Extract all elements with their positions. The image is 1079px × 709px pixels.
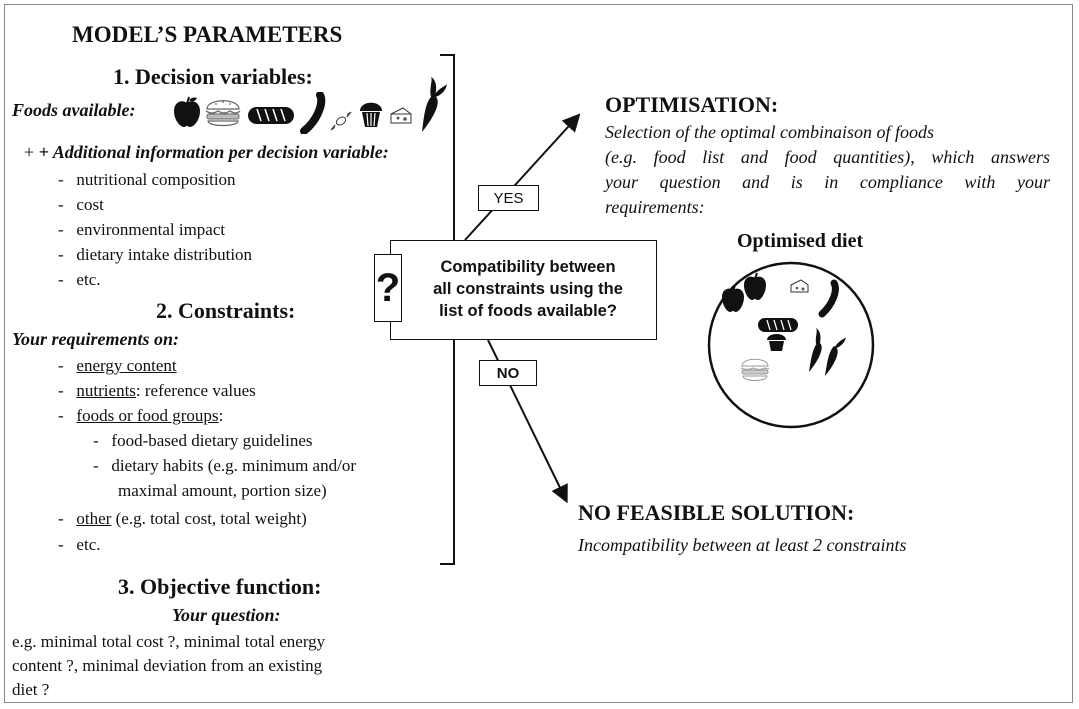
foods-available-label: Foods available: [12, 100, 136, 120]
subitem-dietary-habits: dietary habits (e.g. minimum and/or [111, 456, 356, 475]
decision-line-1: Compatibility between [440, 258, 616, 276]
list-item: - etc. [58, 535, 101, 554]
decision-text: Compatibility between all constraints us… [404, 256, 652, 322]
no-label: NO [479, 360, 537, 386]
apple-icon [744, 272, 766, 300]
no-solution-title: NO FEASIBLE SOLUTION: [578, 500, 855, 525]
opt-line-1: Selection of the optimal combinaison of … [605, 122, 934, 142]
constraint-nutrients-detail: : reference values [135, 381, 256, 400]
sausage-icon [818, 279, 839, 318]
list-item: - environmental impact [58, 220, 226, 239]
question-label: Your question: [172, 605, 281, 625]
bread-icon [247, 104, 295, 126]
list-item: - food-based dietary guidelines [93, 431, 313, 450]
dv-item-etc: etc. [76, 270, 101, 289]
decision-box [390, 240, 657, 340]
yes-label: YES [478, 185, 539, 211]
optimisation-text: Selection of the optimal combinaison of … [605, 120, 1050, 220]
cheese-icon [790, 279, 809, 293]
decision-variables-title: 1. Decision variables: [113, 64, 313, 89]
objective-line-3: diet ? [12, 680, 50, 699]
page-title: MODEL’S PARAMETERS [72, 22, 343, 47]
additional-info-line: + + Additional information per decision … [24, 142, 389, 162]
opt-line-4: requirements: [605, 197, 705, 217]
list-item: - etc. [58, 270, 101, 289]
sausage-icon [298, 92, 326, 134]
optimised-diet-plate [707, 261, 875, 429]
muffin-icon [767, 334, 786, 351]
subitem-fbdg: food-based dietary guidelines [111, 431, 313, 450]
muffin-icon [358, 100, 384, 128]
list-item: - cost [58, 195, 104, 214]
additional-info-label: + Additional information per decision va… [38, 142, 389, 162]
objective-title: 3. Objective function: [118, 574, 322, 599]
constraint-etc: etc. [76, 535, 101, 554]
opt-line-3: your question and is in compliance with … [605, 172, 1050, 192]
list-item: - nutritional composition [58, 170, 236, 189]
list-item: - energy content [58, 356, 177, 375]
candy-icon [330, 111, 352, 131]
subitem-dietary-habits-cont: maximal amount, portion size) [118, 481, 327, 500]
burger-icon [740, 358, 770, 381]
dv-item-cost: cost [76, 195, 104, 214]
dv-item-nutritional-composition: nutritional composition [76, 170, 236, 189]
no-solution-text: Incompatibility between at least 2 const… [578, 535, 907, 555]
list-item: - foods or food groups: [58, 406, 224, 425]
burger-icon [204, 93, 242, 131]
question-mark-icon: ? [374, 254, 402, 322]
decision-line-3: list of foods available? [439, 302, 617, 320]
carrot-icon [825, 337, 846, 376]
outer-frame [4, 4, 1073, 703]
constraint-nutrients: nutrients [76, 381, 136, 400]
list-item: - nutrients: reference values [58, 381, 256, 400]
decision-line-2: all constraints using the [433, 280, 623, 298]
list-item: - dietary habits (e.g. minimum and/or [93, 456, 356, 475]
constraint-other-detail: (e.g. total cost, total weight) [111, 509, 307, 528]
optimisation-title: OPTIMISATION: [605, 92, 779, 117]
carrot-icon [809, 328, 822, 372]
carrot-icon [416, 76, 448, 134]
list-item: - dietary intake distribution [58, 245, 253, 264]
objective-line-1: e.g. minimal total cost ?, minimal total… [12, 632, 326, 651]
apple-icon [722, 284, 744, 312]
cheese-icon [389, 106, 413, 126]
objective-line-2: content ?, minimal deviation from an exi… [12, 656, 323, 675]
requirements-label: Your requirements on: [12, 329, 180, 349]
dv-item-environmental-impact: environmental impact [76, 220, 226, 239]
list-item: - other (e.g. total cost, total weight) [58, 509, 307, 528]
opt-line-2: (e.g. food list and food quantities), wh… [605, 147, 1050, 167]
yes-arrow [464, 113, 581, 241]
constraint-other: other [76, 509, 112, 528]
constraint-energy-content: energy content [76, 356, 177, 375]
dv-item-dietary-intake: dietary intake distribution [76, 245, 253, 264]
bread-icon [758, 318, 798, 332]
optimised-diet-label: Optimised diet [737, 230, 864, 252]
constraints-title: 2. Constraints: [156, 298, 296, 323]
apple-icon [172, 96, 202, 128]
constraint-foods-groups: foods or food groups [76, 406, 219, 425]
